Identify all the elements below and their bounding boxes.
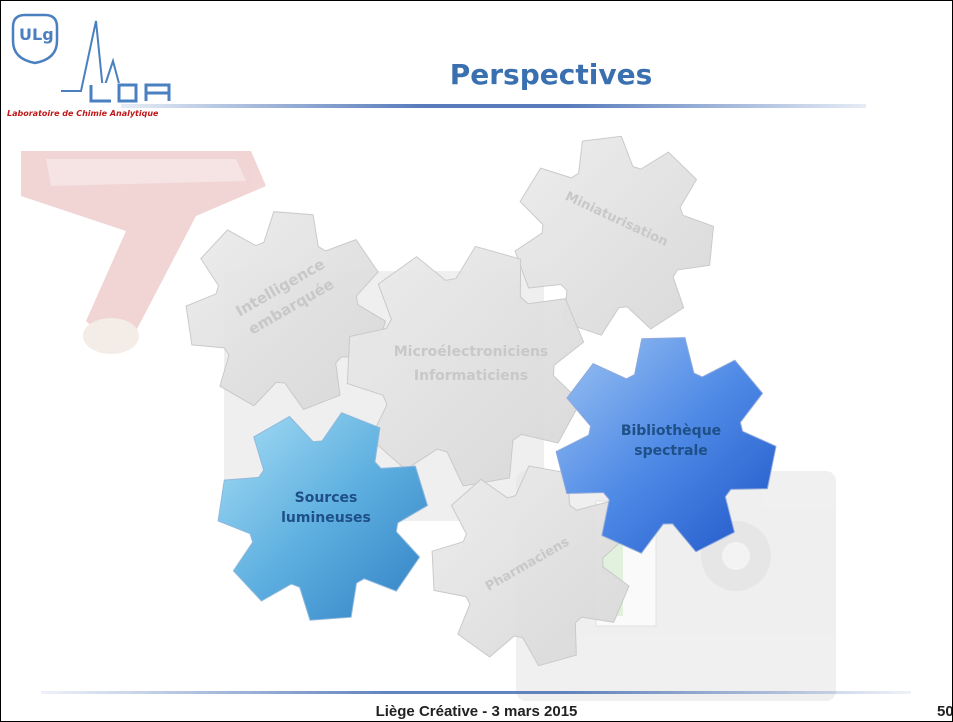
footer-text: Liège Créative - 3 mars 2015: [375, 703, 578, 720]
title-divider: [121, 104, 866, 108]
page-title: Perspectives: [449, 58, 653, 91]
gear-sources-shape: [217, 412, 429, 621]
gear-intelligence-shape: [185, 211, 387, 411]
scanner-image: [21, 151, 266, 354]
page-number: 50: [937, 703, 953, 720]
logo-badge: ULg: [19, 25, 54, 44]
gear-pharmaciens-shape: [431, 465, 630, 667]
gear-bibliotheque-shape: [555, 337, 777, 554]
gear-microelectroniciens-shape: [346, 245, 585, 487]
gear-miniaturisation-shape: [514, 135, 715, 336]
logo-subtitle: Laboratoire de Chimie Analytique: [7, 109, 159, 118]
logo: [11, 13, 206, 105]
footer-divider: [41, 691, 911, 694]
